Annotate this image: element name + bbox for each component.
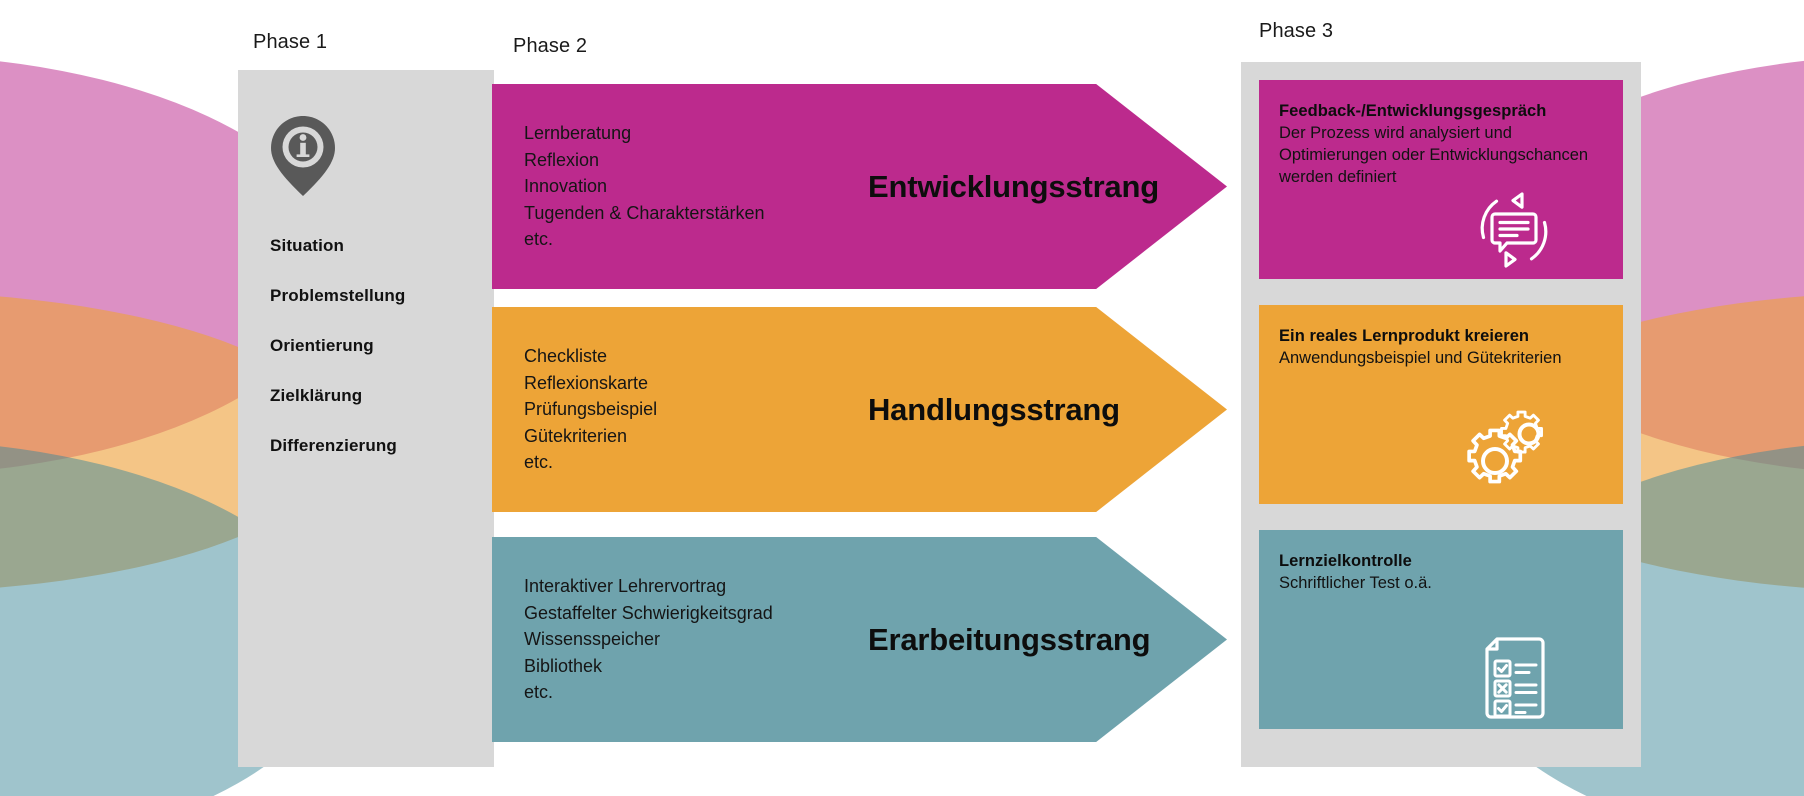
strand-bullet: Prüfungsbeispiel xyxy=(524,399,658,420)
feedback-loop-icon xyxy=(1473,189,1555,271)
phase-1-item-zielklaerung[interactable]: Zielklärung xyxy=(270,386,363,405)
phase-1-icon-wrap xyxy=(238,114,494,198)
phase-1-item-differenzierung[interactable]: Differenzierung xyxy=(270,436,397,455)
phase-3-card-lernprodukt[interactable]: Ein reales Lernprodukt kreieren Anwendun… xyxy=(1259,305,1623,504)
phase-1-panel: Situation Problemstellung Orientierung Z… xyxy=(238,70,494,767)
phase-3-card-body: Anwendungsbeispiel und Gütekriterien xyxy=(1279,349,1562,367)
phase-3-card-title: Lernzielkontrolle xyxy=(1279,552,1412,570)
strand-bullet: Lernberatung xyxy=(524,123,632,144)
gears-icon xyxy=(1465,410,1561,490)
phase-3-label: Phase 3 xyxy=(1259,20,1334,42)
strand-bullet: etc. xyxy=(524,452,554,473)
strand-title-handlungsstrang: Handlungsstrang xyxy=(868,391,1120,427)
strand-bullet: Reflexionskarte xyxy=(524,372,649,393)
phase-1-item-problemstellung[interactable]: Problemstellung xyxy=(270,286,406,305)
info-pin-icon xyxy=(270,114,494,198)
phase-3-card-lernzielkontrolle[interactable]: Lernzielkontrolle Schriftlicher Test o.ä… xyxy=(1259,530,1623,729)
strand-bullet: etc. xyxy=(524,229,554,250)
strand-bullet: Checkliste xyxy=(524,346,608,367)
checklist-document-icon xyxy=(1477,635,1553,721)
phase-3-panel: Feedback-/Entwicklungsgespräch Der Proze… xyxy=(1241,62,1641,767)
phase-3-card-body: Der Prozess wird analysiert und Optimier… xyxy=(1279,124,1589,186)
strand-bullets-handlungsstrang: Checkliste Reflexionskarte Prüfungsbeisp… xyxy=(492,343,854,476)
phase-1-item-orientierung[interactable]: Orientierung xyxy=(270,336,374,355)
phase-1-item-list: Situation Problemstellung Orientierung Z… xyxy=(238,236,494,456)
strand-bullet: Bibliothek xyxy=(524,655,603,676)
phase-1-item-situation[interactable]: Situation xyxy=(270,236,345,255)
strand-bullet: Gütekriterien xyxy=(524,425,628,446)
strand-bullet: Interaktiver Lehrervortrag xyxy=(524,576,727,597)
phase-2-label: Phase 2 xyxy=(513,35,588,57)
strand-bullet: Gestaffelter Schwierigkeitsgrad xyxy=(524,602,773,623)
strand-title-erarbeitungsstrang: Erarbeitungsstrang xyxy=(868,621,1151,657)
strand-bullet: Reflexion xyxy=(524,149,600,170)
strand-bullet: Wissensspeicher xyxy=(524,629,661,650)
strand-bullet: Tugenden & Charakterstärken xyxy=(524,202,765,223)
strand-arrow-handlungsstrang[interactable]: Checkliste Reflexionskarte Prüfungsbeisp… xyxy=(492,307,1227,512)
strand-bullets-entwicklungsstrang: Lernberatung Reflexion Innovation Tugend… xyxy=(492,120,854,253)
phase-3-card-feedback[interactable]: Feedback-/Entwicklungsgespräch Der Proze… xyxy=(1259,80,1623,279)
strand-bullet: Innovation xyxy=(524,176,608,197)
phase-3-card-title: Ein reales Lernprodukt kreieren xyxy=(1279,327,1530,345)
phase-3-card-body: Schriftlicher Test o.ä. xyxy=(1279,574,1432,592)
strand-arrow-erarbeitungsstrang[interactable]: Interaktiver Lehrervortrag Gestaffelter … xyxy=(492,537,1227,742)
strand-title-entwicklungsstrang: Entwicklungsstrang xyxy=(868,168,1159,204)
phase-3-card-title: Feedback-/Entwicklungsgespräch xyxy=(1279,102,1547,120)
strand-bullet: etc. xyxy=(524,682,554,703)
phase-1-label: Phase 1 xyxy=(253,31,328,53)
strand-bullets-erarbeitungsstrang: Interaktiver Lehrervortrag Gestaffelter … xyxy=(492,573,854,706)
strand-arrow-entwicklungsstrang[interactable]: Lernberatung Reflexion Innovation Tugend… xyxy=(492,84,1227,289)
